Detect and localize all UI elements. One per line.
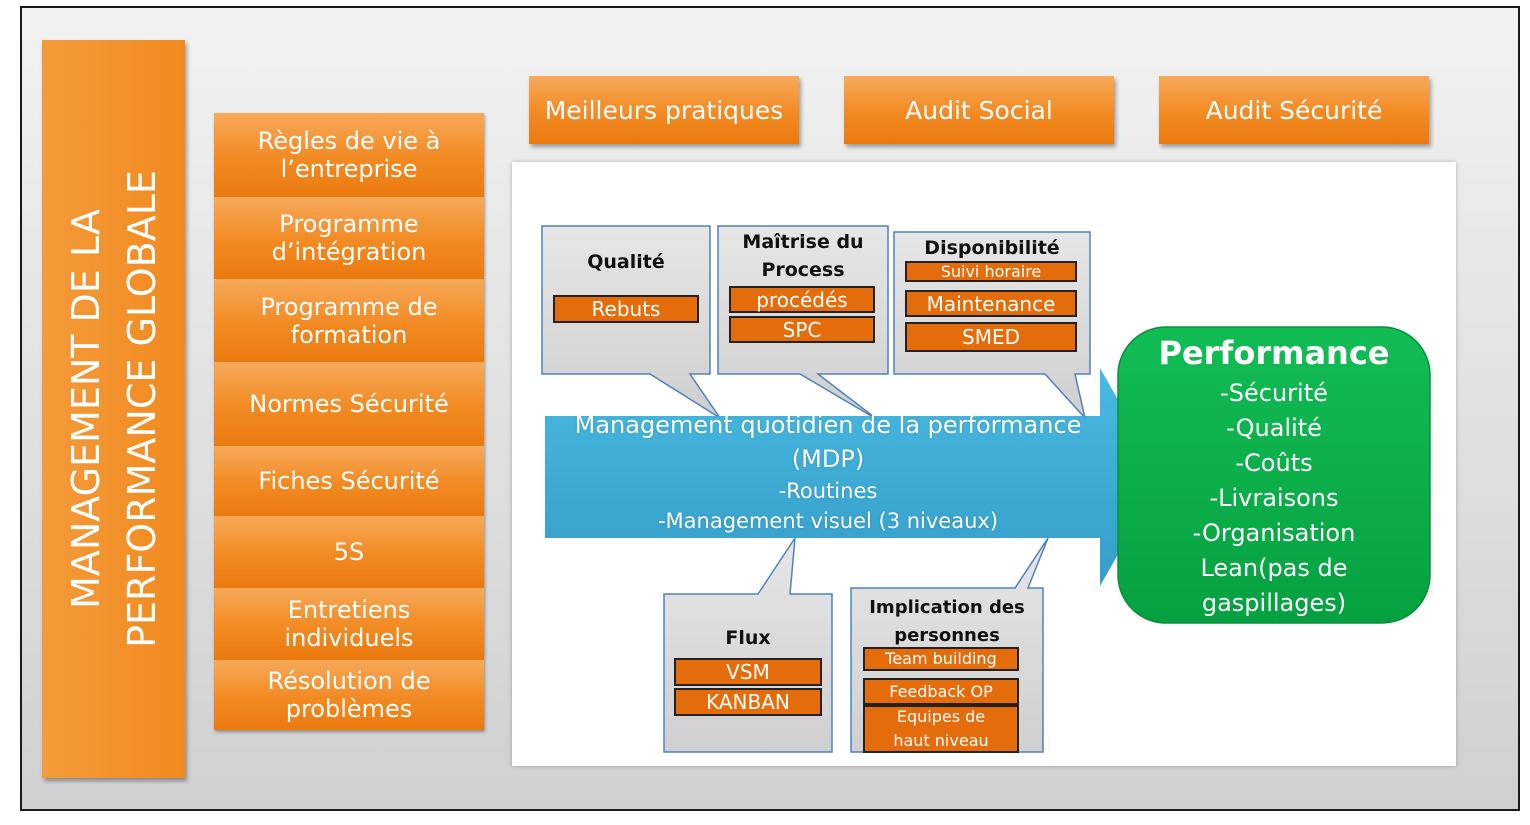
performance-item-couts: -Coûts xyxy=(1235,449,1313,477)
left-item-5s: 5S xyxy=(214,516,484,588)
left-item-integration: Programme d’intégration xyxy=(214,197,484,279)
tag-smed: SMED xyxy=(905,322,1077,352)
mdp-line-2: (MDP) xyxy=(791,445,865,473)
performance-item-lean-2: gaspillages) xyxy=(1201,589,1347,617)
tag-equipes-haut-niveau: Equipes de haut niveau xyxy=(863,705,1019,753)
left-item-resolution: Résolution de problèmes xyxy=(214,660,484,730)
tag-kanban: KANBAN xyxy=(674,688,822,716)
left-item-formation: Programme de formation xyxy=(214,279,484,362)
left-item-normes-securite: Normes Sécurité xyxy=(214,362,484,446)
left-item-entretiens: Entretiens individuels xyxy=(214,588,484,660)
tag-vsm: VSM xyxy=(674,658,822,686)
mdp-line-3: -Routines xyxy=(778,479,878,503)
side-title-bar: MANAGEMENT DE LA PERFORMANCE GLOBALE xyxy=(42,40,185,778)
top-item-meilleurs-pratiques: Meilleurs pratiques xyxy=(529,76,799,144)
callout-disponibilite-title: Disponibilité xyxy=(924,237,1060,259)
mdp-text: Management quotidien de la performance (… xyxy=(548,408,1108,536)
mdp-line-1: Management quotidien de la performance xyxy=(574,411,1082,439)
left-item-regles: Règles de vie à l’entreprise xyxy=(214,113,484,197)
tag-feedback-op: Feedback OP xyxy=(863,678,1019,705)
callout-flux-title: Flux xyxy=(725,627,771,649)
tag-spc: SPC xyxy=(729,316,875,343)
tag-rebuts: Rebuts xyxy=(553,295,699,323)
left-item-fiches-securite: Fiches Sécurité xyxy=(214,446,484,516)
mdp-line-4: -Management visuel (3 niveaux) xyxy=(657,509,999,533)
performance-item-livraisons: -Livraisons xyxy=(1209,484,1339,512)
top-item-audit-securite: Audit Sécurité xyxy=(1159,76,1429,144)
performance-item-qualite: -Qualité xyxy=(1226,414,1322,442)
performance-text: Performance -Sécurité -Qualité -Coûts -L… xyxy=(1118,330,1430,621)
tag-suivi-horaire: Suivi horaire xyxy=(905,261,1077,282)
tag-maintenance: Maintenance xyxy=(905,290,1077,317)
callout-maitrise-title: Maîtrise du Process xyxy=(742,231,864,281)
performance-item-securite: -Sécurité xyxy=(1220,379,1328,407)
performance-title: Performance xyxy=(1158,334,1390,372)
performance-item-lean-1: Lean(pas de xyxy=(1200,554,1348,582)
callout-implication-title: Implication des personnes xyxy=(869,597,1025,646)
mdp-arrow xyxy=(545,368,1162,586)
tag-procedes: procédés xyxy=(729,286,875,313)
callout-qualite-title: Qualité xyxy=(587,251,665,273)
tag-team-building: Team building xyxy=(863,647,1019,671)
performance-item-organisation: -Organisation xyxy=(1192,519,1356,547)
top-item-audit-social: Audit Social xyxy=(844,76,1114,144)
performance-box xyxy=(1117,326,1431,624)
